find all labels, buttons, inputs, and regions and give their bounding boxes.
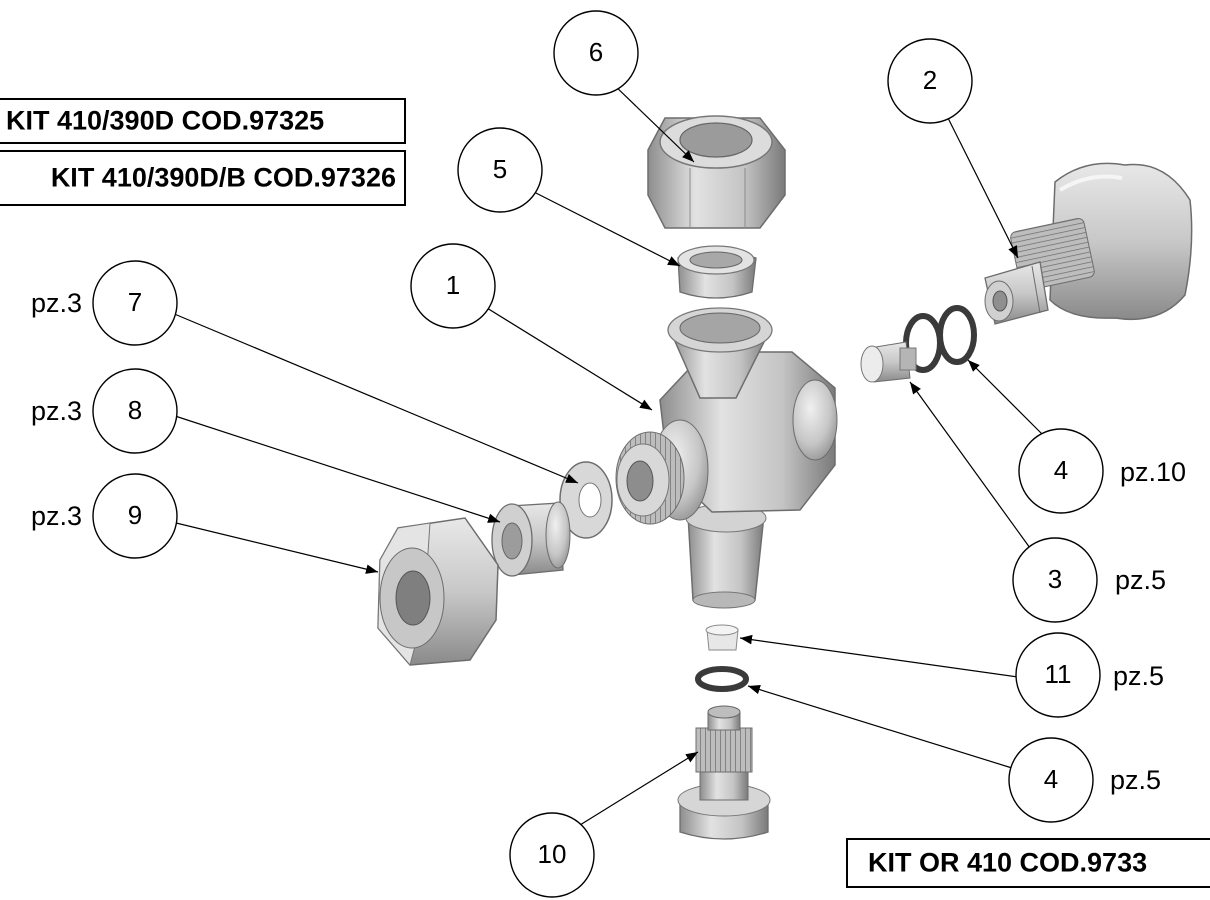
callout-9: 9 pz.3	[31, 473, 178, 559]
callout-1: 1	[410, 243, 496, 329]
callout-7: 7 pz.3	[31, 260, 178, 346]
callout-5: 5	[457, 127, 543, 213]
callout-7-qty: pz.3	[31, 288, 82, 318]
part-8-bushing	[491, 501, 571, 577]
callout-5-number: 5	[493, 154, 507, 184]
callout-3: 3 pz.5	[1012, 537, 1166, 623]
leader-5	[529, 189, 681, 267]
callout-1-number: 1	[446, 270, 460, 300]
leader-7	[171, 312, 579, 484]
leader-11	[739, 634, 1019, 678]
part-10-seat	[677, 705, 771, 840]
callout-11-number: 11	[1045, 659, 1072, 689]
part-11-plug-small	[705, 624, 739, 651]
part-9-nut-left	[377, 517, 499, 667]
callout-4b-number: 4	[1044, 764, 1058, 794]
callout-11: 11 pz.5	[1015, 632, 1164, 718]
part-5-ring	[677, 245, 757, 299]
callout-7-number: 7	[128, 287, 142, 317]
callout-2: 2	[887, 38, 973, 124]
kit-label-or-410: KIT OR 410 COD.9733	[846, 838, 1210, 888]
part-4-oring-bottom	[695, 666, 749, 692]
callout-4a-number: 4	[1054, 455, 1068, 485]
callout-8-qty: pz.3	[31, 396, 82, 426]
kit-label-97326-text: KIT 410/390D/B COD.97326	[50, 162, 396, 193]
callout-3-number: 3	[1048, 564, 1062, 594]
part-3-plug	[860, 341, 917, 383]
callout-8: 8 pz.3	[31, 368, 178, 454]
callout-4b-qty: pz.5	[1110, 765, 1161, 795]
leader-4b	[747, 684, 1013, 769]
callout-4a: 4 pz.10	[1018, 428, 1186, 514]
callout-4b: 4 pz.5	[1008, 737, 1161, 823]
callout-9-number: 9	[128, 500, 142, 530]
part-2-knob	[984, 162, 1193, 325]
callout-8-number: 8	[128, 395, 142, 425]
callout-3-qty: pz.5	[1115, 565, 1166, 595]
leader-2	[944, 111, 1019, 259]
leader-4a	[967, 359, 1043, 435]
callout-6: 6	[553, 10, 639, 96]
callout-2-number: 2	[923, 65, 937, 95]
leader-lines	[171, 82, 1043, 826]
kit-label-or-410-text: KIT OR 410 COD.9733	[868, 847, 1148, 878]
callout-4a-qty: pz.10	[1120, 457, 1186, 487]
callout-11-qty: pz.5	[1113, 661, 1164, 691]
callout-9-qty: pz.3	[31, 501, 82, 531]
part-6-nut-top	[647, 115, 786, 229]
callout-10-number: 10	[538, 839, 567, 869]
leader-3	[909, 381, 1031, 549]
part-1-body	[615, 307, 838, 609]
leader-1	[473, 299, 653, 411]
callout-10: 10	[509, 812, 595, 898]
leader-8	[171, 414, 501, 523]
callout-6-number: 6	[589, 37, 603, 67]
leader-9	[171, 521, 379, 574]
kit-label-97325-text: KIT 410/390D COD.97325	[6, 105, 325, 136]
kit-label-97326: KIT 410/390D/B COD.97326	[0, 150, 406, 206]
leader-6	[611, 82, 695, 163]
kit-label-97325: KIT 410/390D COD.97325	[0, 98, 406, 144]
leader-10	[579, 751, 699, 826]
